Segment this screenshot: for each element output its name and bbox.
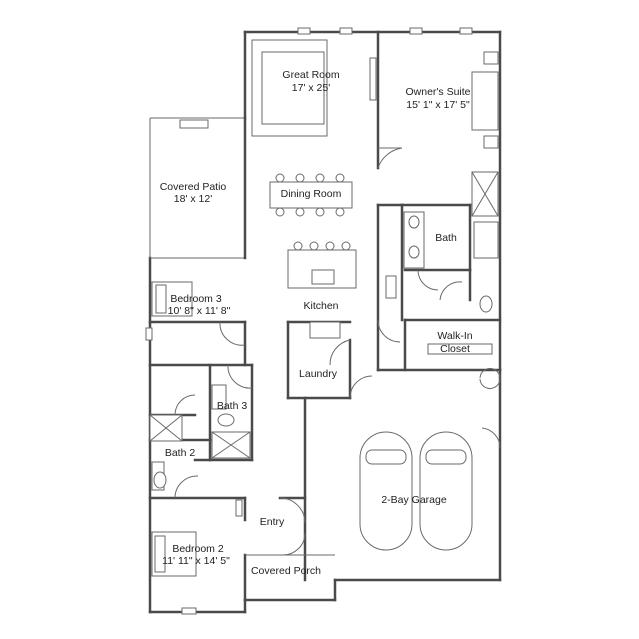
bedroom-3-label: Bedroom 3 — [170, 293, 222, 305]
door-swings — [174, 147, 501, 556]
dining-table-icon — [269, 181, 353, 209]
vanity-icon — [211, 384, 227, 410]
bath-2-fixtures — [149, 414, 183, 491]
bedroom-2-size: 11' 11" x 14' 5" — [162, 555, 230, 567]
bath-label: Bath — [435, 232, 457, 244]
kitchen-label: Kitchen — [303, 300, 338, 312]
dining-room-label: Dining Room — [281, 188, 342, 200]
room-labels: Great Room 17' x 25' Owner's Suite 15' 1… — [160, 69, 473, 577]
garage-label: 2-Bay Garage — [381, 494, 447, 506]
great-room-size: 17' x 25' — [292, 82, 330, 94]
fireplace-icon — [179, 119, 209, 129]
owners-suite-label: Owner's Suite — [405, 86, 470, 98]
covered-patio-outline — [149, 117, 245, 259]
kitchen-furniture — [287, 241, 397, 339]
toilet-icon — [479, 295, 493, 313]
great-room-label: Great Room — [282, 69, 339, 81]
covered-porch-label: Covered Porch — [251, 565, 321, 577]
garage-cars — [359, 431, 473, 551]
exterior-walls — [148, 30, 502, 614]
tub-icon — [473, 221, 499, 259]
nightstand-icon — [483, 51, 499, 65]
covered-patio-label: Covered Patio — [160, 181, 227, 193]
bath-3-fixtures — [211, 384, 251, 459]
laundry-label: Laundry — [299, 368, 338, 380]
fridge-icon — [385, 275, 397, 299]
toilet-icon — [217, 413, 235, 427]
bed-icon — [471, 71, 499, 131]
bath-3-label: Bath 3 — [217, 400, 248, 412]
entry-label: Entry — [260, 516, 285, 528]
bedroom-3-size: 10' 8" x 11' 8" — [168, 305, 231, 317]
walk-in-closet-label: Walk-In — [437, 330, 472, 342]
range-icon — [309, 321, 341, 339]
sink-icon — [311, 269, 335, 285]
bedroom3-furniture — [145, 281, 193, 341]
walk-in-closet-label-line2: Closet — [440, 343, 470, 355]
owners-bath-fixtures — [403, 171, 499, 355]
bath-2-label: Bath 2 — [165, 447, 196, 459]
covered-patio-size: 18' x 12' — [174, 193, 212, 205]
owners-suite-size: 15' 1" x 17' 5" — [406, 99, 470, 111]
tv-icon — [369, 57, 377, 101]
great-room-furniture — [251, 27, 377, 137]
bedroom2-furniture — [151, 499, 243, 615]
bedroom-2-label: Bedroom 2 — [172, 543, 224, 555]
owners-suite-furniture — [409, 27, 499, 149]
dining-furniture — [269, 173, 353, 217]
toilet-icon — [153, 471, 167, 489]
